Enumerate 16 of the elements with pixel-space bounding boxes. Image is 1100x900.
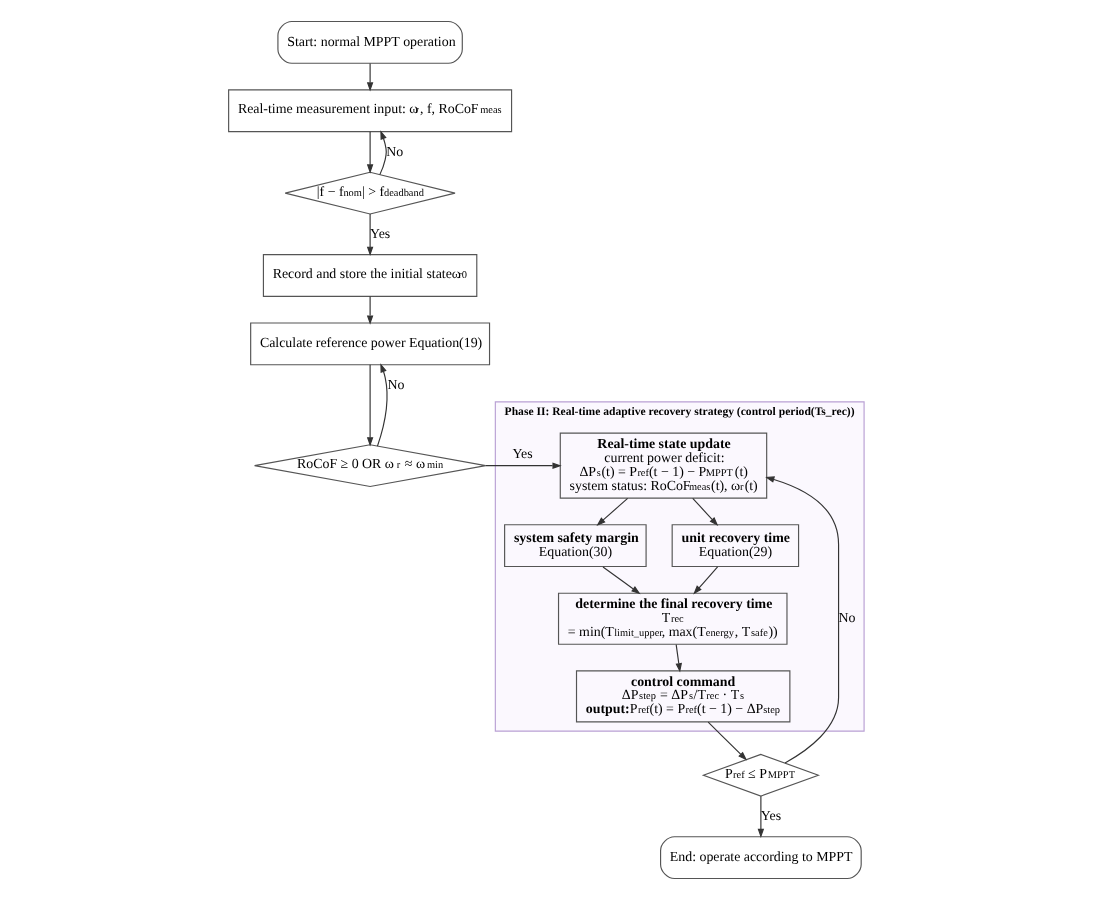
arrow [365,62,373,92]
arrow [365,295,373,325]
arrow [365,213,373,256]
arrow [756,795,764,839]
arrow [378,130,386,176]
arrow [692,566,718,595]
arrow [706,721,747,761]
arrow [764,476,839,764]
arrow [601,566,640,595]
arrow [691,497,718,527]
arrow [595,497,628,526]
arrow [365,131,373,174]
arrow [484,462,561,469]
arrow [674,643,681,673]
arrow [365,364,373,447]
arrow [375,363,387,447]
